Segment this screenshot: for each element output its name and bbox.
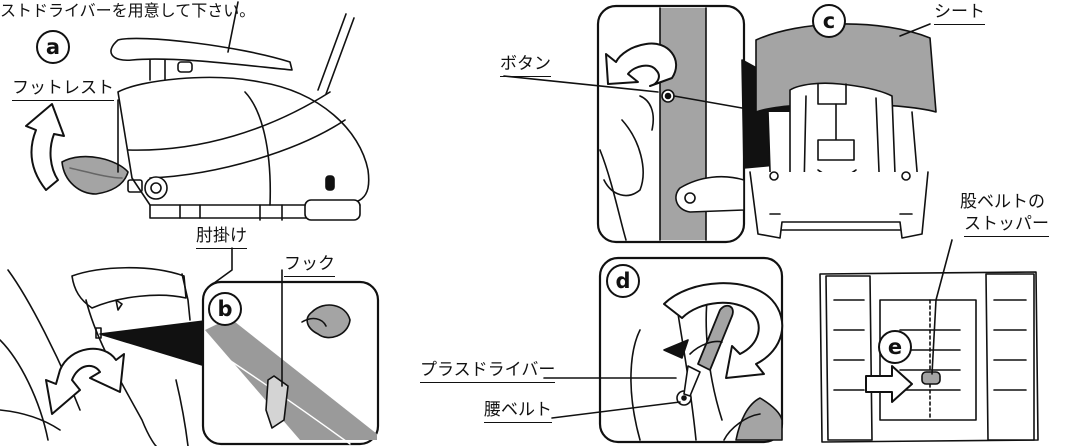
instruction-fragment: ストドライバーを用意して下さい。 [0, 1, 255, 20]
rotate-cw-arrow [663, 282, 784, 379]
step-badge-c: c [812, 4, 846, 38]
waist-belt-label: 腰ベルト [484, 402, 552, 423]
rotate-left-arrow [605, 42, 678, 87]
step-badge-e: e [878, 330, 912, 364]
crotch-belt-stopper-label-line1: 股ベルトの [960, 192, 1045, 212]
panel-e-seat-bottom [819, 271, 1039, 443]
panel-d-screwdriver-inset [598, 256, 784, 444]
panel-b-hook-inset [201, 269, 380, 446]
armrest-label: 肘掛け [196, 228, 247, 249]
crotch-belt-stopper-label-line2: ストッパー [964, 216, 1049, 237]
panel-b-armrest [0, 266, 191, 446]
button-label: ボタン [500, 56, 551, 77]
step-badge-d: d [606, 264, 640, 298]
rotate-down-arrow [45, 347, 125, 415]
hook-label: フック [284, 256, 335, 277]
panel-c-seat-back [749, 23, 937, 239]
push-right-arrow [865, 365, 913, 403]
phillips-screwdriver-label: プラスドライバー [420, 362, 556, 383]
leader-lines [209, 23, 953, 419]
seat-label: シート [934, 4, 985, 25]
step-badge-b: b [208, 292, 242, 326]
footrest-label: フットレスト [12, 80, 114, 101]
step-badge-a: a [36, 30, 70, 64]
panel-c-button-inset [596, 4, 746, 244]
rotate-up-arrow [25, 103, 65, 191]
panel-a-stroller-side [25, 1, 370, 221]
